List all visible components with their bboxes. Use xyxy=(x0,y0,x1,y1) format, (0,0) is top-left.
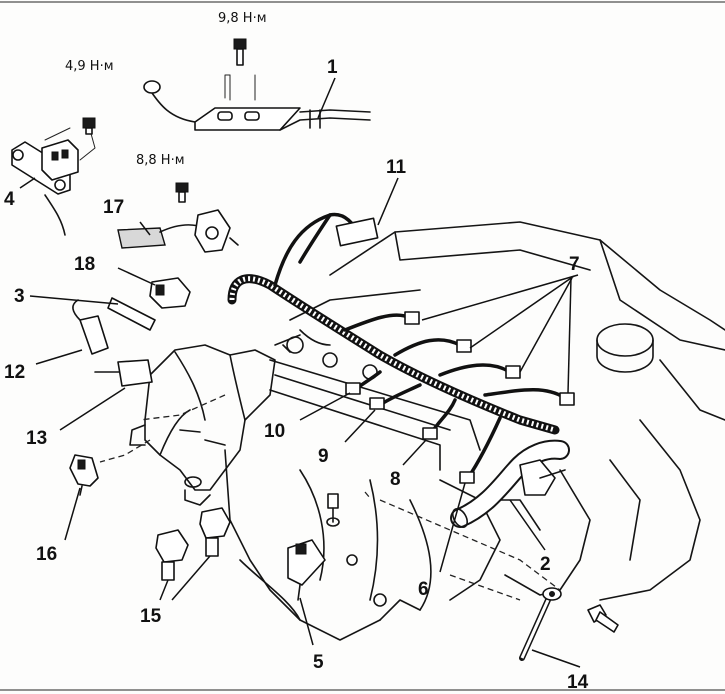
callout-10: 10 xyxy=(264,421,285,442)
part-4-bracket-sensor xyxy=(11,117,96,236)
callout-18: 18 xyxy=(74,254,95,275)
part-15-sensors xyxy=(155,507,231,581)
callout-3: 3 xyxy=(14,286,25,307)
small-bolt xyxy=(326,493,340,527)
part-5-sensor xyxy=(287,539,326,601)
callout-6: 6 xyxy=(418,579,429,600)
callout-14: 14 xyxy=(567,672,589,693)
callout-8: 8 xyxy=(390,469,401,490)
torque-label-1: 9,8 Н·м xyxy=(218,11,267,26)
part-14-ground-cable xyxy=(519,587,619,661)
callout-9: 9 xyxy=(318,446,329,467)
dashed-guides xyxy=(99,394,561,601)
callout-12: 12 xyxy=(4,362,25,383)
callout-1: 1 xyxy=(327,57,338,78)
callout-2: 2 xyxy=(540,554,551,575)
part-16-sensor xyxy=(69,454,99,496)
callout-15: 15 xyxy=(140,606,162,627)
part-18-sensor xyxy=(149,277,191,309)
connector-11 xyxy=(335,217,379,247)
wiring-harness xyxy=(227,212,567,480)
torque-label-3: 8,8 Н·м xyxy=(136,153,185,168)
callout-5: 5 xyxy=(313,652,324,673)
part-13-connector xyxy=(94,359,153,387)
throttle-body xyxy=(129,344,276,506)
part-2-hose xyxy=(450,439,570,528)
callout-16: 16 xyxy=(36,544,57,565)
part-12-clip xyxy=(72,299,109,355)
callout-17: 17 xyxy=(103,197,124,218)
leader-lines xyxy=(19,77,581,668)
engine-block xyxy=(224,221,725,641)
callout-13: 13 xyxy=(26,428,47,449)
injector-connectors xyxy=(345,382,475,484)
part-1-sensor-assembly xyxy=(143,38,371,131)
part-17-sensor xyxy=(117,182,239,253)
callout-7: 7 xyxy=(569,254,580,275)
callout-11: 11 xyxy=(386,157,407,178)
coil-connectors xyxy=(404,311,575,406)
part-3-pin xyxy=(107,297,156,331)
callout-4: 4 xyxy=(4,189,15,210)
torque-label-2: 4,9 Н·м xyxy=(65,59,114,74)
